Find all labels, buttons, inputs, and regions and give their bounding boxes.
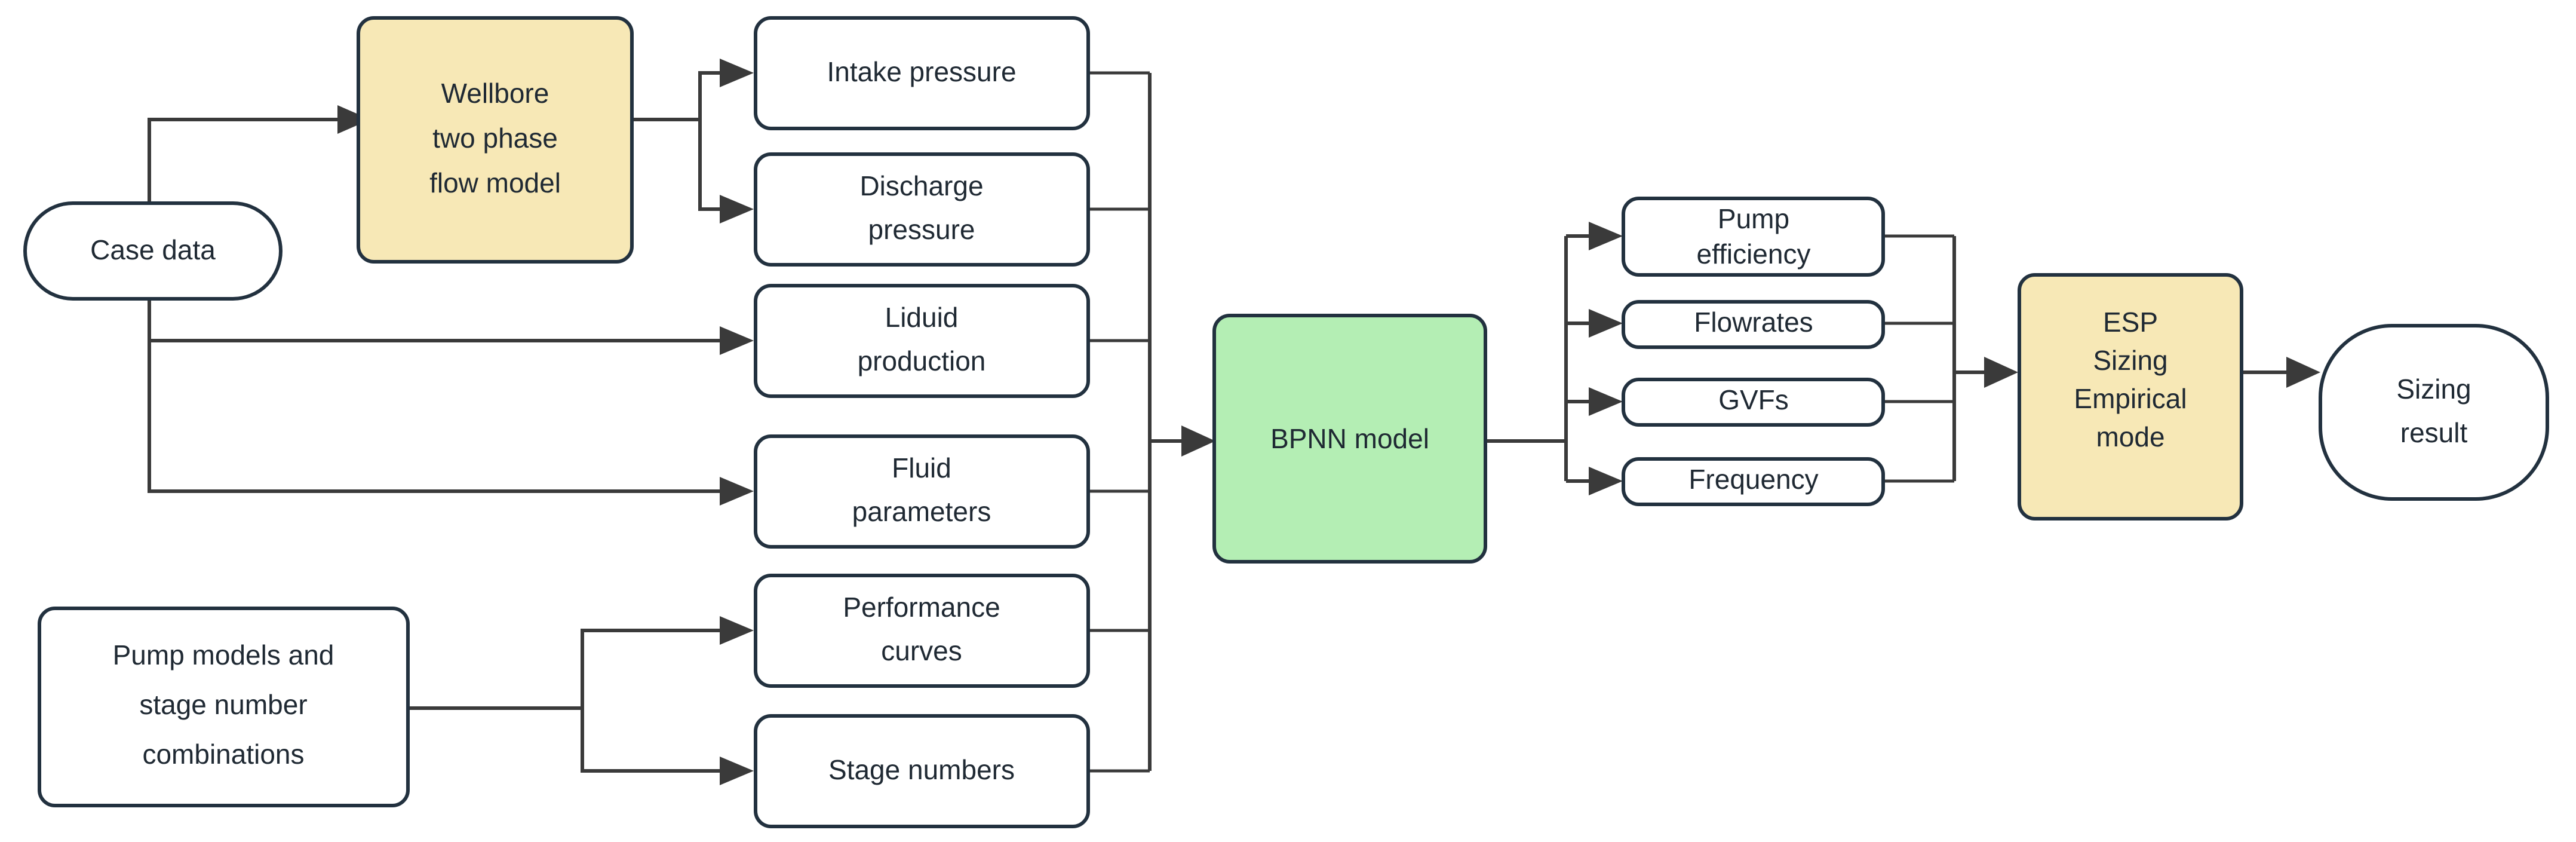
gvfs-shape bbox=[1622, 378, 1885, 427]
arrowhead-flowrates-in bbox=[1589, 309, 1623, 338]
pump-models-label-line-3: combinations bbox=[142, 739, 304, 770]
arrowhead-stage-numbers-in bbox=[720, 757, 754, 785]
node-performance-curves[interactable]: Performance curves bbox=[754, 574, 1090, 688]
bpnn-model-shape bbox=[1212, 314, 1487, 564]
arrowhead-esp-sizing-in bbox=[1984, 357, 2018, 388]
arrowhead-intake-pressure-in bbox=[720, 59, 754, 87]
pump-models-label-line-2: stage number bbox=[139, 689, 307, 720]
node-stage-numbers[interactable]: Stage numbers bbox=[754, 714, 1090, 828]
frequency-label: Frequency bbox=[1688, 464, 1818, 495]
edge-pump-models-to-performance-curves bbox=[581, 629, 720, 708]
node-fluid-parameters[interactable]: Fluid parameters bbox=[754, 434, 1090, 549]
wellbore-model-label-line-3: flow model bbox=[429, 167, 561, 198]
fluid-parameters-label-line-1: Fluid bbox=[892, 452, 951, 483]
case-data-label: Case data bbox=[90, 234, 216, 265]
discharge-pressure-shape bbox=[754, 152, 1090, 267]
pump-efficiency-label-line-1: Pump bbox=[1718, 203, 1789, 234]
edge-case-data-to-fluid-parameters bbox=[148, 299, 720, 493]
fluid-parameters-shape bbox=[754, 434, 1090, 549]
bpnn-model-label: BPNN model bbox=[1270, 423, 1429, 454]
edge-wellbore-to-intake bbox=[698, 71, 720, 120]
liquid-production-shape bbox=[754, 284, 1090, 398]
arrowhead-liquid-production-in bbox=[720, 326, 754, 355]
fluid-parameters-label-line-2: parameters bbox=[852, 496, 991, 527]
node-wellbore-model[interactable]: Wellbore two phase flow model bbox=[357, 16, 634, 264]
node-frequency[interactable]: Frequency bbox=[1622, 457, 1885, 506]
discharge-pressure-label-line-2: pressure bbox=[868, 214, 975, 245]
wellbore-model-label-line-1: Wellbore bbox=[441, 78, 549, 109]
arrowhead-sizing-result-in bbox=[2286, 357, 2320, 388]
node-pump-models[interactable]: Pump models and stage number combination… bbox=[38, 607, 410, 807]
node-discharge-pressure[interactable]: Discharge pressure bbox=[754, 152, 1090, 267]
pump-efficiency-shape bbox=[1622, 197, 1885, 277]
performance-curves-shape bbox=[754, 574, 1090, 688]
arrowhead-fluid-parameters-in bbox=[720, 477, 754, 506]
flowrates-label: Flowrates bbox=[1694, 307, 1813, 338]
node-liquid-production[interactable]: Liduid production bbox=[754, 284, 1090, 398]
pump-models-shape bbox=[38, 607, 410, 807]
discharge-pressure-label-line-1: Discharge bbox=[859, 170, 983, 201]
intake-pressure-shape bbox=[754, 16, 1090, 130]
edge-pump-models-to-stage-numbers bbox=[581, 708, 720, 773]
arrowhead-gvfs-in bbox=[1589, 387, 1623, 416]
liquid-production-label-line-1: Liduid bbox=[885, 302, 959, 333]
arrowhead-bpnn-in bbox=[1181, 425, 1215, 457]
stage-numbers-shape bbox=[754, 714, 1090, 828]
esp-sizing-label-line-1: ESP bbox=[2103, 307, 2158, 338]
wellbore-model-shape bbox=[357, 16, 634, 264]
arrowhead-wellbore-in bbox=[337, 105, 370, 134]
intake-pressure-label: Intake pressure bbox=[827, 56, 1016, 87]
esp-sizing-label-line-4: mode bbox=[2096, 421, 2164, 452]
performance-curves-label-line-1: Performance bbox=[843, 592, 1000, 623]
edge-wellbore-to-discharge bbox=[698, 120, 720, 211]
frequency-shape bbox=[1622, 457, 1885, 506]
node-bpnn-model[interactable]: BPNN model bbox=[1212, 314, 1487, 564]
sizing-result-label-line-2: result bbox=[2400, 417, 2468, 448]
node-pump-efficiency[interactable]: Pump efficiency bbox=[1622, 197, 1885, 277]
arrowhead-frequency-in bbox=[1589, 467, 1623, 495]
arrowhead-discharge-pressure-in bbox=[720, 195, 754, 223]
edge-case-data-to-liquid-production bbox=[148, 299, 720, 342]
arrowhead-performance-curves-in bbox=[720, 616, 754, 645]
flowrates-shape bbox=[1622, 300, 1885, 349]
esp-sizing-label-line-3: Empirical bbox=[2074, 383, 2187, 414]
node-sizing-result[interactable]: Sizing result bbox=[2319, 324, 2549, 501]
edge-layer bbox=[148, 59, 2320, 785]
node-esp-sizing[interactable]: ESP Sizing Empirical mode bbox=[2018, 273, 2243, 520]
node-intake-pressure[interactable]: Intake pressure bbox=[754, 16, 1090, 130]
sizing-result-shape bbox=[2319, 324, 2549, 501]
stage-numbers-label: Stage numbers bbox=[828, 754, 1015, 785]
performance-curves-label-line-2: curves bbox=[881, 635, 962, 666]
pump-efficiency-label-line-2: efficiency bbox=[1697, 238, 1811, 270]
gvfs-label: GVFs bbox=[1718, 384, 1789, 415]
esp-sizing-shape bbox=[2018, 273, 2243, 520]
arrowhead-pump-efficiency-in bbox=[1589, 222, 1623, 250]
liquid-production-label-line-2: production bbox=[858, 345, 986, 376]
case-data-shape bbox=[23, 201, 283, 301]
node-flowrates[interactable]: Flowrates bbox=[1622, 300, 1885, 349]
edge-case-data-to-wellbore bbox=[148, 118, 337, 203]
sizing-result-label-line-1: Sizing bbox=[2396, 373, 2471, 405]
esp-sizing-label-line-2: Sizing bbox=[2093, 345, 2167, 376]
wellbore-model-label-line-2: two phase bbox=[432, 123, 558, 154]
node-case-data[interactable]: Case data bbox=[23, 201, 283, 301]
pump-models-label-line-1: Pump models and bbox=[113, 639, 334, 670]
node-gvfs[interactable]: GVFs bbox=[1622, 378, 1885, 427]
